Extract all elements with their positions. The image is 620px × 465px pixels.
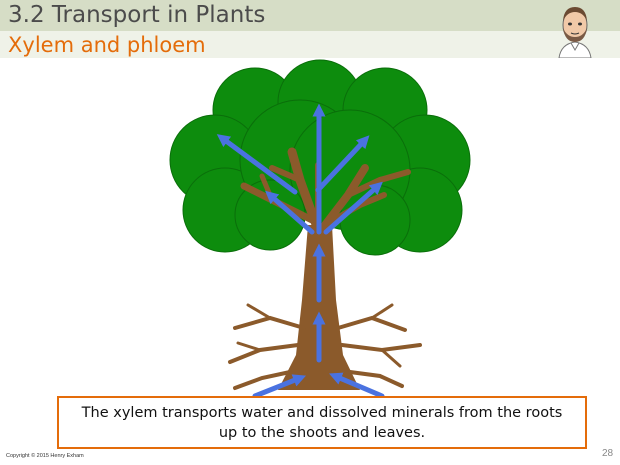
slide-subtitle: Xylem and phloem [8,33,206,57]
tree-roots [228,225,422,390]
caption-box: The xylem transports water and dissolved… [57,396,587,449]
slide-title: 3.2 Transport in Plants [8,2,266,28]
xylem-flow-arrows [216,103,385,399]
copyright: Copyright © 2015 Henry Exham [6,453,84,459]
teacher-avatar-icon [558,7,592,58]
subtitle-bar [0,31,620,58]
tree-diagram [169,59,471,399]
arrow-icon [252,374,307,399]
title-bar [0,0,620,31]
arrow-icon [329,372,385,399]
page-number: 28 [602,448,614,459]
arrow-icon [265,190,315,235]
arrow-icon [216,134,298,195]
arrow-icon [323,181,383,235]
arrow-icon [315,135,370,193]
